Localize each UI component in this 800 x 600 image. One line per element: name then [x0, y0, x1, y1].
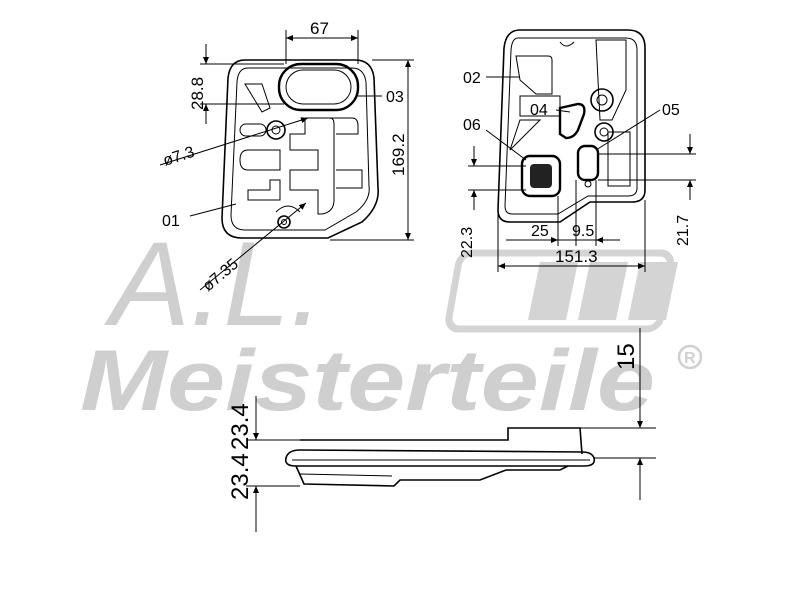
- watermark: A.L. Meisterteile R: [80, 217, 703, 429]
- dim-total-height: 169.2: [389, 133, 408, 176]
- side-view: 15 23.4 23.4: [227, 328, 656, 532]
- watermark-registered-mark: R: [677, 344, 703, 370]
- dim-hole-1: ø7.3: [161, 144, 197, 170]
- label-06: 06: [463, 117, 481, 134]
- dim-top-width: 67: [310, 19, 329, 38]
- part-05: [576, 144, 600, 182]
- filter-outline: [221, 59, 379, 239]
- watermark-brand-text: Meisterteile: [80, 333, 655, 429]
- dim-width-total: 151.3: [555, 247, 598, 266]
- part-04: [558, 102, 586, 140]
- dim-22-3: 22.3: [459, 227, 476, 258]
- ribs: [239, 83, 363, 215]
- dim-side-23-4: 23.4: [227, 403, 254, 450]
- filter-inner-outline: [230, 67, 370, 231]
- dim-side-15: 15: [613, 343, 640, 370]
- hole-7-35: [277, 215, 291, 229]
- back-outline: [497, 29, 646, 223]
- label-03: 03: [386, 89, 404, 106]
- intake-slot: [277, 62, 360, 112]
- hole-7-3: [266, 120, 286, 140]
- watermark-logo-text: A.L.: [104, 217, 323, 351]
- back-view: 02 04 05 06 151.3 25 9.5 22.3 21.7: [459, 29, 696, 272]
- label-05: 05: [662, 102, 680, 119]
- side-top-housing: [300, 427, 583, 455]
- dim-21-7: 21.7: [675, 215, 692, 246]
- watermark-logo-stripes: [445, 249, 678, 333]
- label-01: 01: [162, 213, 180, 230]
- label-04: 04: [530, 102, 548, 119]
- dim-9-5: 9.5: [572, 223, 594, 240]
- svg-text:R: R: [684, 350, 696, 367]
- side-bottom-pan: [295, 465, 569, 487]
- back-ribs: [509, 39, 631, 187]
- front-view: 67 28.8 169.2 ø7.3 ø7.35 03 01: [159, 19, 414, 295]
- dim-side-23-4-b: 23.4: [227, 453, 254, 500]
- part-06: [520, 154, 562, 198]
- dim-25: 25: [531, 223, 549, 240]
- label-02: 02: [463, 70, 481, 87]
- dim-height-left: 28.8: [188, 77, 207, 110]
